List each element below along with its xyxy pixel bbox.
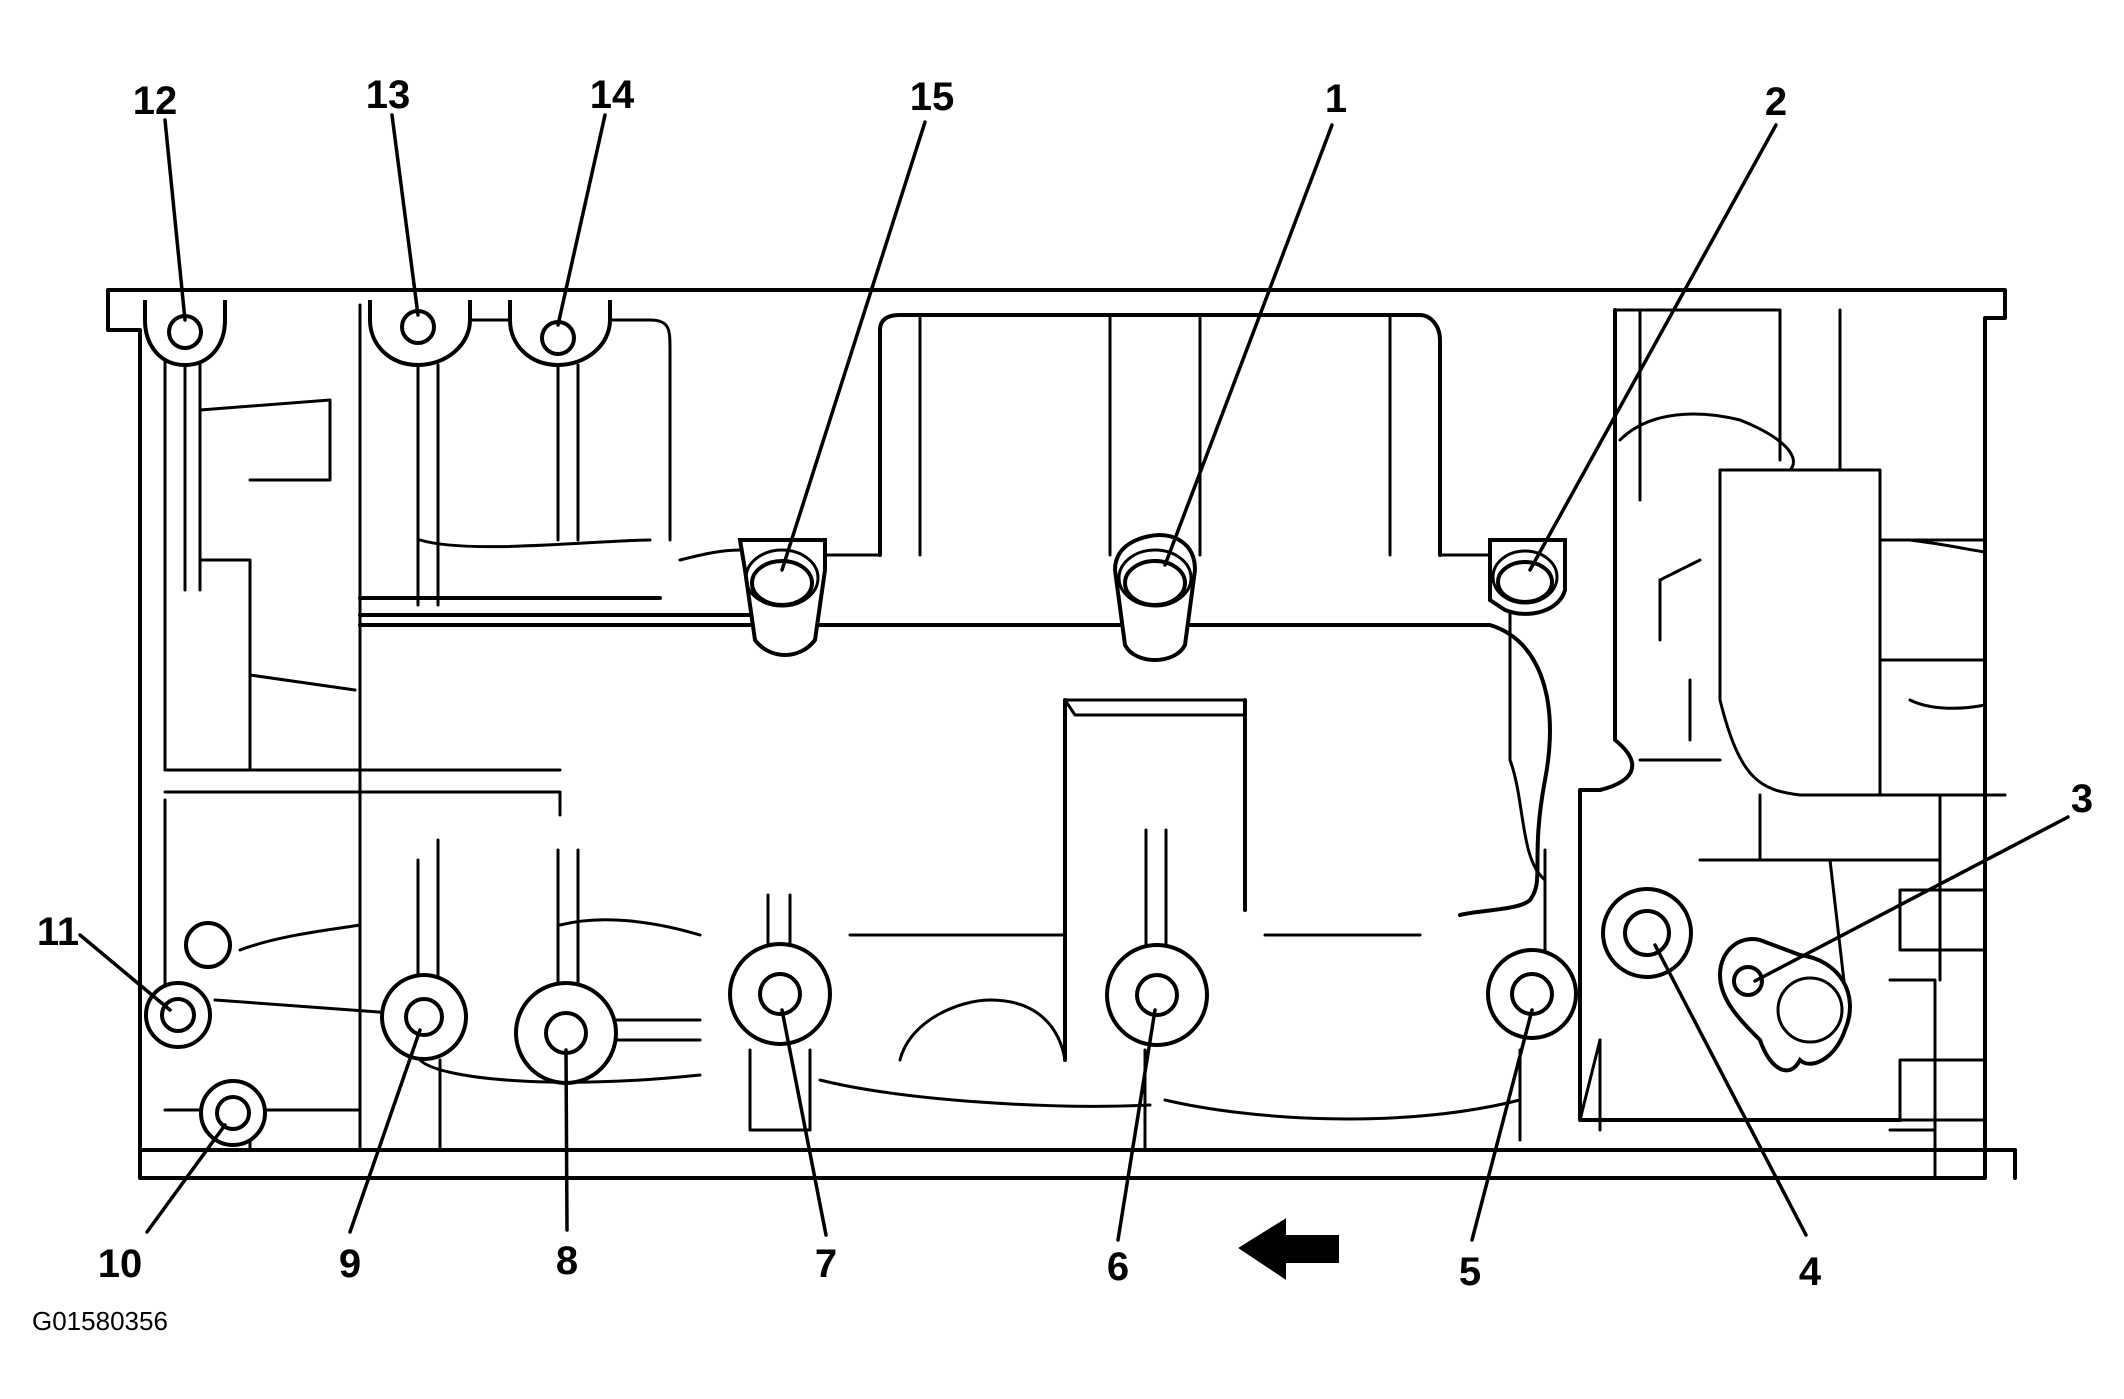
callout-1: 1 (1325, 77, 1347, 121)
bolt-bosses (143, 300, 1852, 1147)
leader-lines (78, 113, 2070, 1242)
callout-11: 11 (37, 910, 79, 954)
callout-12: 12 (133, 79, 178, 123)
callout-8: 8 (556, 1239, 578, 1283)
callout-4: 4 (1799, 1250, 1822, 1294)
boss-1 (1112, 532, 1198, 662)
boss-2 (1488, 538, 1567, 616)
callout-labels: 1 2 3 4 5 6 7 8 9 10 11 12 13 14 15 (37, 73, 2093, 1294)
callout-5: 5 (1459, 1250, 1481, 1294)
callout-7: 7 (815, 1242, 837, 1286)
callout-14: 14 (590, 73, 635, 117)
callout-6: 6 (1107, 1245, 1129, 1289)
callout-3: 3 (2071, 777, 2093, 821)
boss-15 (737, 538, 827, 657)
figure-id: G01580356 (32, 1306, 168, 1336)
callout-9: 9 (339, 1242, 361, 1286)
arrow-left-icon (1238, 1218, 1339, 1280)
callout-13: 13 (366, 73, 411, 117)
housing-outline (106, 288, 2017, 1180)
callout-15: 15 (910, 75, 955, 119)
callout-2: 2 (1765, 80, 1787, 124)
callout-10: 10 (98, 1242, 143, 1286)
